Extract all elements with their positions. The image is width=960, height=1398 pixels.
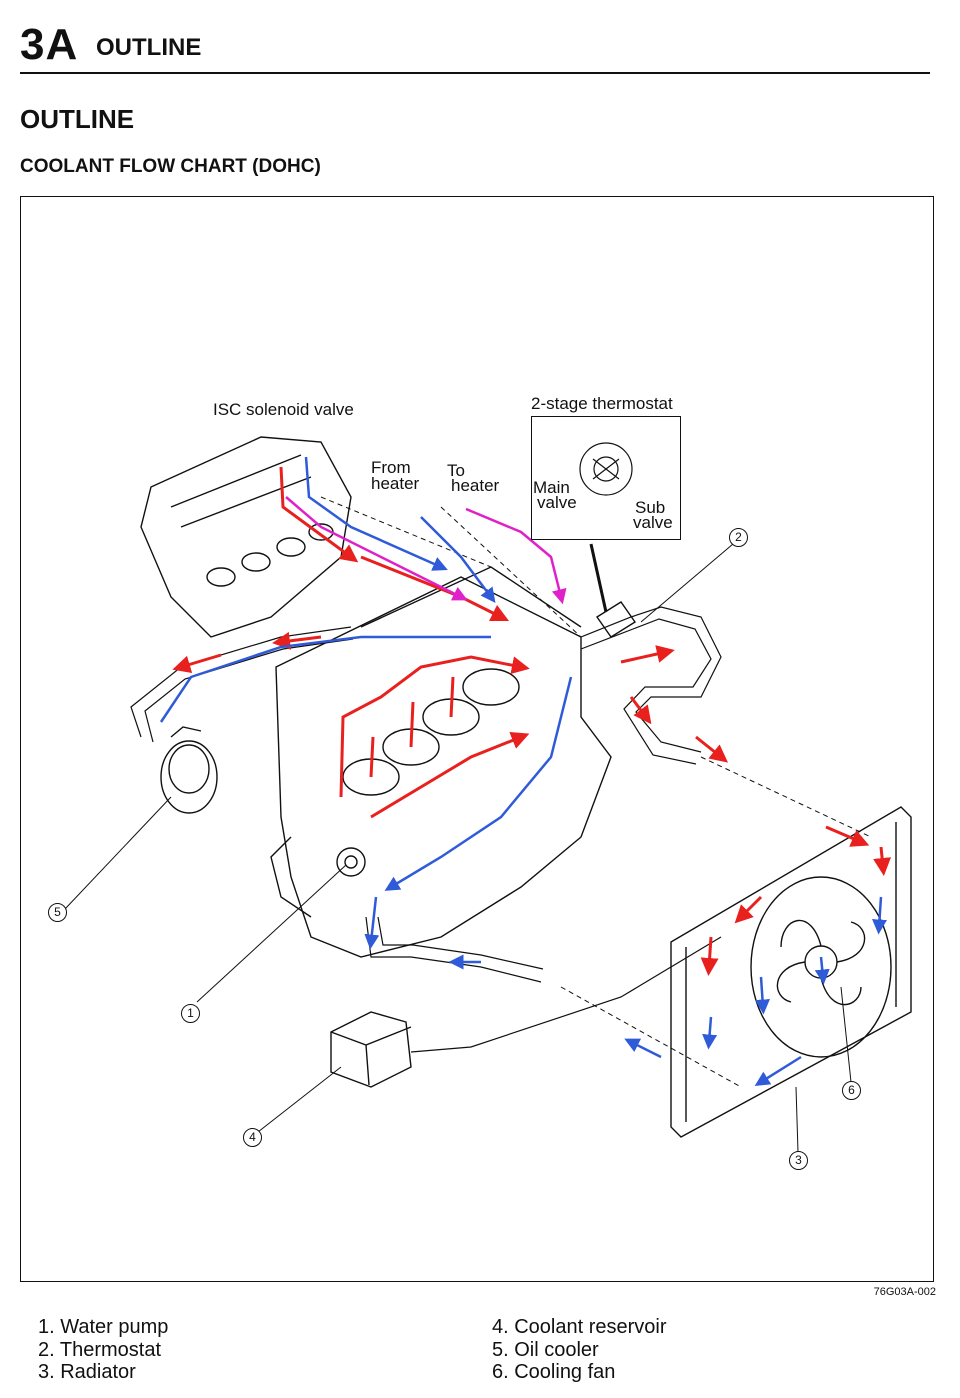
from-heater-label-line2: heater bbox=[371, 474, 420, 493]
water-pump bbox=[336, 847, 366, 877]
coolant-reservoir bbox=[330, 1011, 412, 1088]
legend-item: 3. Radiator bbox=[38, 1361, 136, 1383]
cool-coolant-flow bbox=[159, 456, 887, 1086]
callout-2: 2 bbox=[729, 528, 748, 547]
section-number: 3A bbox=[20, 20, 79, 69]
callout-6: 6 bbox=[842, 1081, 861, 1100]
legend-item: 2. Thermostat bbox=[38, 1338, 162, 1361]
thermostat-housing bbox=[596, 601, 636, 638]
callout-4: 4 bbox=[243, 1128, 262, 1147]
legend-item: 1. Water pump bbox=[38, 1316, 169, 1338]
to-heater-label-line2: heater bbox=[451, 476, 500, 495]
callout-3: 3 bbox=[789, 1151, 808, 1170]
heater-flow bbox=[285, 496, 567, 605]
hoses bbox=[130, 606, 722, 1053]
thermostat-detail bbox=[579, 442, 633, 496]
legend-item: 5. Oil cooler bbox=[492, 1338, 599, 1361]
hot-coolant-flow bbox=[172, 466, 892, 976]
dashed-connections bbox=[320, 496, 872, 1088]
figure-code: 76G03A-002 bbox=[873, 1286, 936, 1298]
callout-5: 5 bbox=[48, 903, 67, 922]
page-title: OUTLINE bbox=[20, 104, 135, 134]
engine-block bbox=[270, 566, 612, 958]
intake-manifold bbox=[140, 436, 352, 638]
legend-item: 4. Coolant reservoir bbox=[492, 1316, 667, 1338]
diagram-title: COOLANT FLOW CHART (DOHC) bbox=[20, 156, 321, 177]
main-valve-label-line2: valve bbox=[537, 493, 577, 512]
section-title: OUTLINE bbox=[96, 34, 202, 61]
callout-leaders bbox=[64, 543, 852, 1153]
thermostat-pointer bbox=[589, 543, 608, 613]
legend-item: 6. Cooling fan bbox=[492, 1361, 616, 1383]
legend-right: 4. Coolant reservoir 5. Oil cooler 6. Co… bbox=[492, 1316, 667, 1384]
diagram-frame: ISC solenoid valve From heater To heater… bbox=[20, 196, 934, 1282]
cooling-fan bbox=[750, 876, 892, 1058]
radiator bbox=[670, 806, 912, 1138]
callout-1: 1 bbox=[181, 1004, 200, 1023]
coolant-flow-diagram bbox=[64, 436, 912, 1153]
main-valve-label-line1: Main bbox=[533, 478, 570, 497]
sub-valve-label-line1: Sub bbox=[635, 498, 666, 517]
thermostat-inset bbox=[531, 416, 681, 540]
section-header: 3A OUTLINE bbox=[20, 14, 930, 74]
legend-left: 1. Water pump 2. Thermostat 3. Radiator bbox=[38, 1316, 168, 1384]
to-heater-label-line1: To bbox=[447, 461, 465, 480]
thermostat-title-label: 2-stage thermostat bbox=[531, 394, 673, 413]
isc-solenoid-valve-label: ISC solenoid valve bbox=[213, 400, 354, 419]
sub-valve-label-line2: valve bbox=[633, 513, 673, 532]
oil-cooler bbox=[160, 726, 218, 814]
from-heater-label-line1: From bbox=[371, 458, 411, 477]
